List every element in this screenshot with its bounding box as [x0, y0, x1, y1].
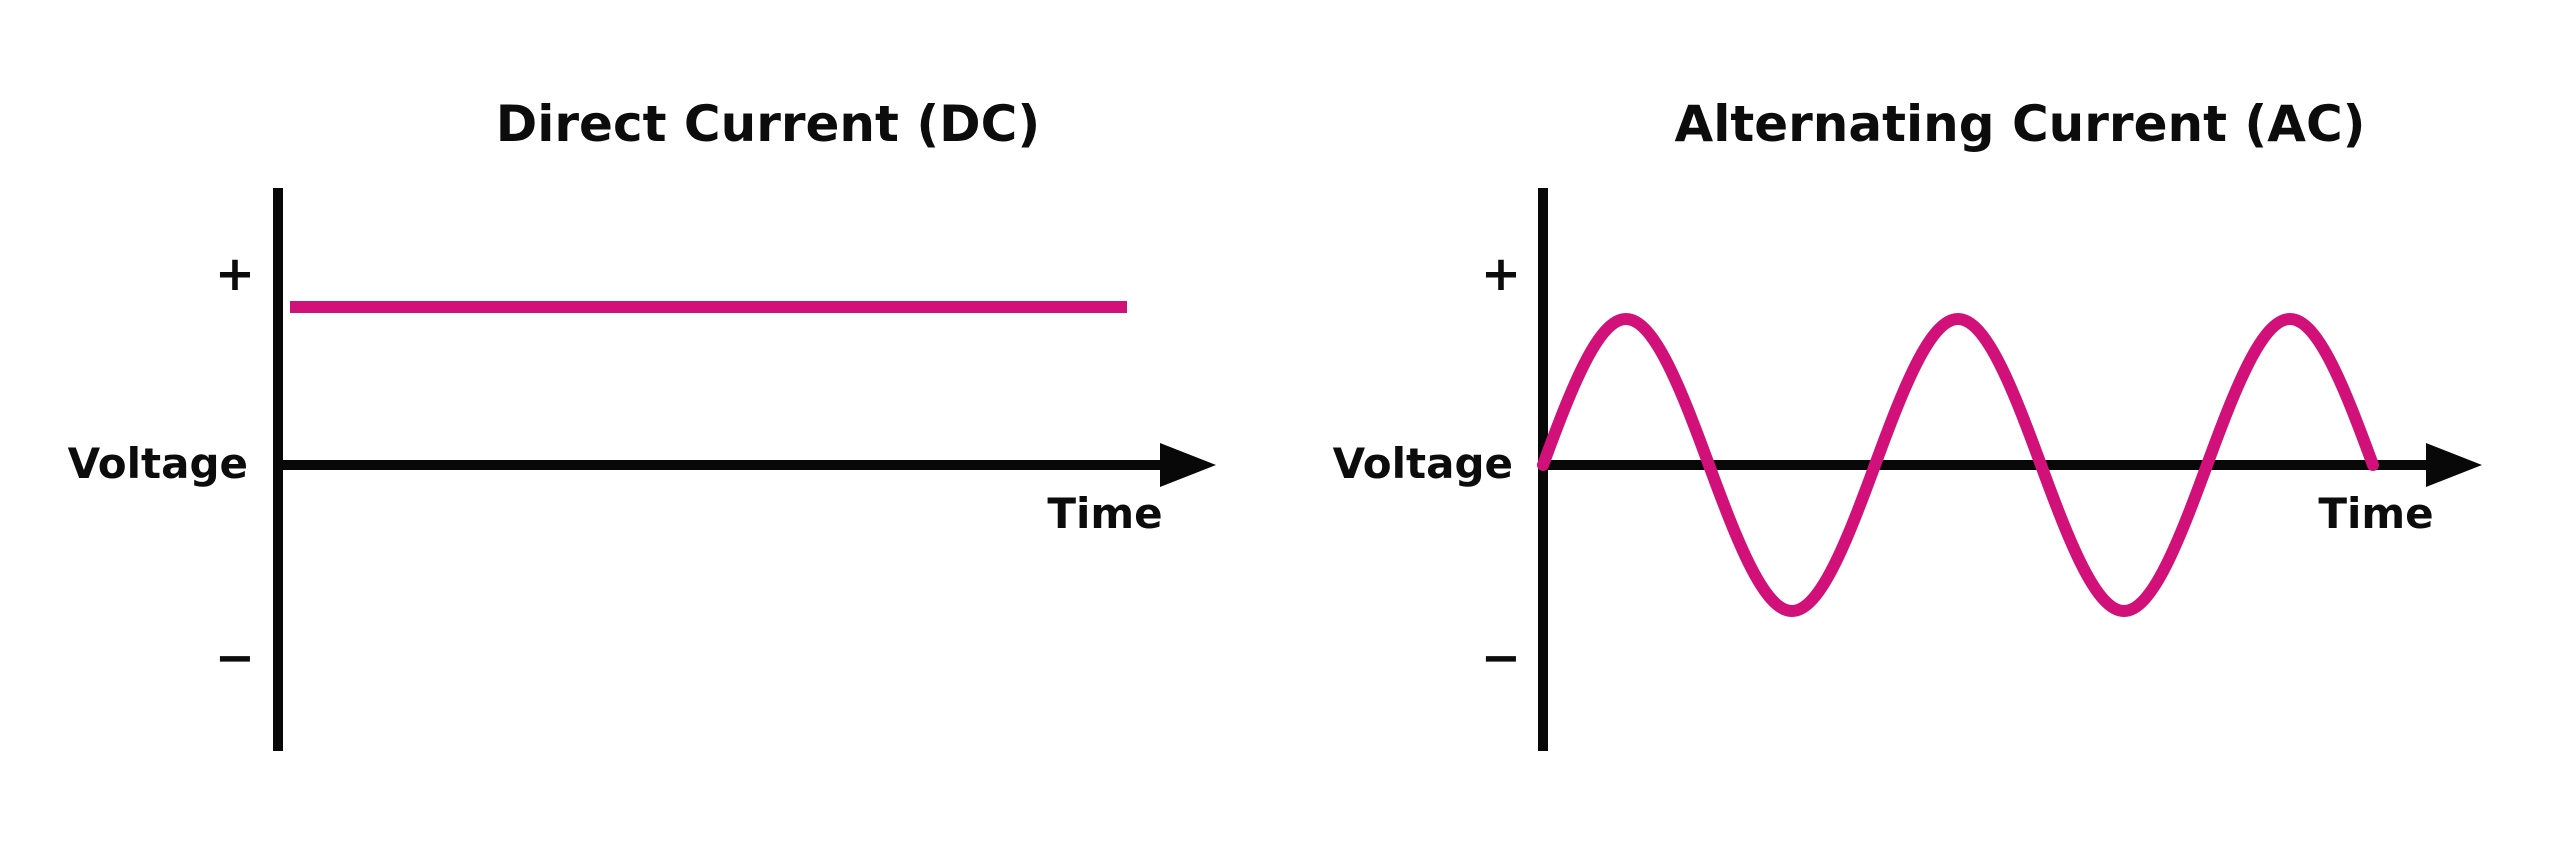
dc-plot	[273, 188, 1216, 751]
dc-plus-label: +	[214, 246, 256, 302]
ac-plot	[1537, 188, 2482, 751]
ac-voltage-axis-label: Voltage	[1332, 439, 1513, 488]
ac-time-axis-arrowhead	[2426, 443, 2482, 487]
dc-time-axis-arrowhead	[1160, 443, 1216, 487]
ac-plus-label: +	[1480, 246, 1522, 302]
dc-panel-title: Direct Current (DC)	[495, 95, 1041, 153]
ac-minus-label: −	[1480, 630, 1522, 686]
dc-time-axis-label: Time	[1047, 489, 1163, 538]
ac-signal-sine-wave	[1537, 312, 2379, 618]
ac-panel-title: Alternating Current (AC)	[1674, 95, 2366, 153]
dc-minus-label: −	[214, 630, 256, 686]
ac-time-axis-label: Time	[2318, 489, 2434, 538]
dc-voltage-axis-label: Voltage	[67, 439, 248, 488]
